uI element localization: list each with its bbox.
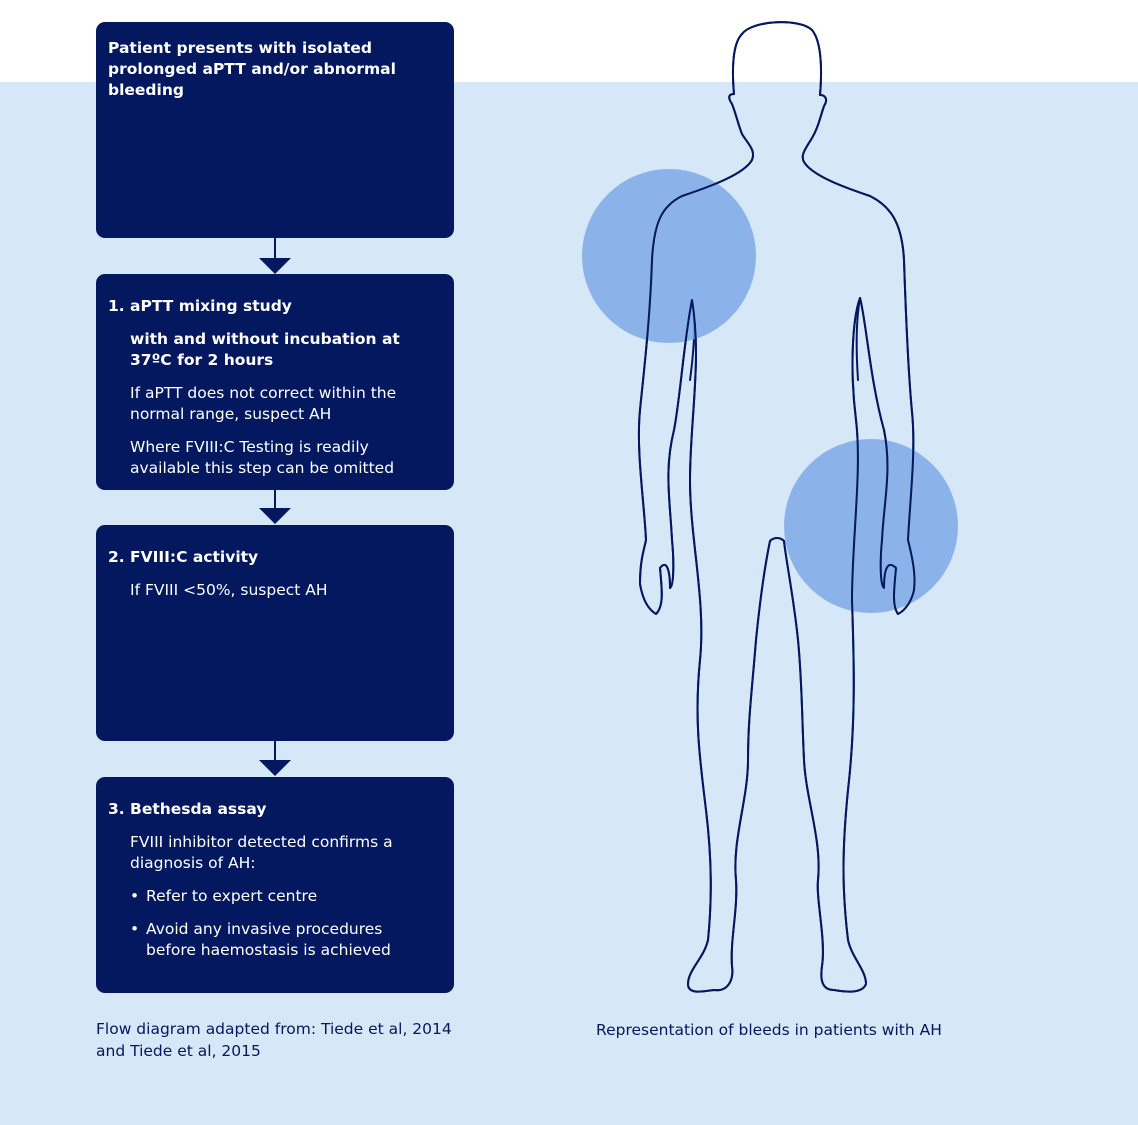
step-3-number: 3. <box>108 800 125 818</box>
step-2-line-1: If FVIII <50%, suspect AH <box>130 581 328 599</box>
step-3-title: Bethesda assay <box>130 800 267 818</box>
figure-caption: Representation of bleeds in patients wit… <box>596 1019 996 1041</box>
arrow-down-icon <box>259 508 291 524</box>
connector-line <box>274 238 276 260</box>
step-2-number: 2. <box>108 548 125 566</box>
step-2-title: FVIII:C activity <box>130 548 259 566</box>
source-caption-text: Flow diagram adapted from: Tiede et al, … <box>96 1020 452 1060</box>
step-1-subtitle: with and without incubation at 37ºC for … <box>130 330 400 369</box>
step-3-box: 3. Bethesda assay FVIII inhibitor detect… <box>96 777 454 993</box>
step-1-number: 1. <box>108 297 125 315</box>
source-caption: Flow diagram adapted from: Tiede et al, … <box>96 1018 468 1062</box>
step-1-line-1: If aPTT does not correct within the norm… <box>130 384 397 423</box>
bleed-marker-hip <box>784 439 958 613</box>
connector-line <box>274 490 276 510</box>
step-1-title: aPTT mixing study <box>130 297 292 315</box>
start-box-text: Patient presents with isolated prolonged… <box>108 39 396 99</box>
arrow-down-icon <box>259 760 291 776</box>
figure-caption-text: Representation of bleeds in patients wit… <box>596 1021 942 1039</box>
step-1-line-2: Where FVIII:C Testing is readily availab… <box>130 438 395 477</box>
step-3-line-1: FVIII inhibitor detected confirms a diag… <box>130 833 393 872</box>
start-box: Patient presents with isolated prolonged… <box>96 22 454 238</box>
step-2-box: 2. FVIII:C activity If FVIII <50%, suspe… <box>96 525 454 741</box>
arrow-down-icon <box>259 258 291 274</box>
step-3-bullet: Refer to expert centre <box>130 886 434 907</box>
step-3-bullets: Refer to expert centre Avoid any invasiv… <box>130 886 434 961</box>
step-3-bullet: Avoid any invasive procedures before hae… <box>130 919 434 961</box>
connector-line <box>274 741 276 761</box>
bleed-marker-shoulder <box>582 169 756 343</box>
step-1-box: 1. aPTT mixing study with and without in… <box>96 274 454 490</box>
body-figure <box>582 21 958 993</box>
body-outline-overlay <box>637 21 916 993</box>
